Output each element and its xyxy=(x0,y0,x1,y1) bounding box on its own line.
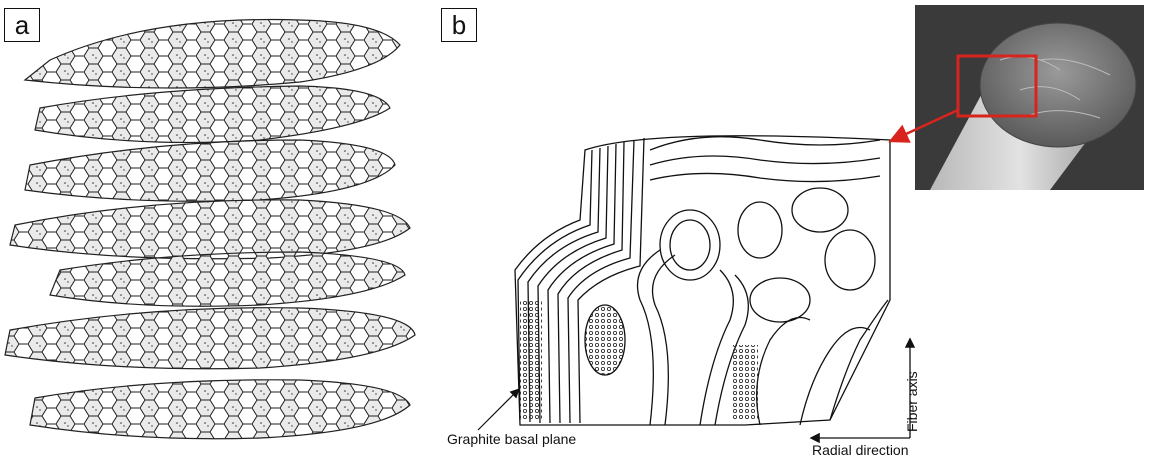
sem-inset xyxy=(915,5,1144,190)
panel-label-b: b xyxy=(441,8,477,42)
graphene-layer xyxy=(50,252,405,306)
fiber-axis-label: Fiber axis xyxy=(904,371,920,432)
panel-label-a: a xyxy=(4,8,40,42)
graphene-layer xyxy=(25,140,395,201)
block-outline xyxy=(515,136,890,425)
graphite-basal-plane-label: Graphite basal plane xyxy=(447,431,576,447)
graphene-layer xyxy=(25,20,400,89)
fiber-microstructure-drawing xyxy=(515,136,890,425)
radial-direction-label: Radial direction xyxy=(812,442,909,458)
graphene-layer xyxy=(10,200,410,259)
basal-plane-pointer xyxy=(478,390,518,430)
graphene-layer xyxy=(35,86,390,142)
graphene-layer xyxy=(30,380,410,439)
graphene-layer xyxy=(5,308,415,369)
fiber-fracture-surface xyxy=(980,23,1136,147)
graphene-layer-stack xyxy=(5,20,415,439)
